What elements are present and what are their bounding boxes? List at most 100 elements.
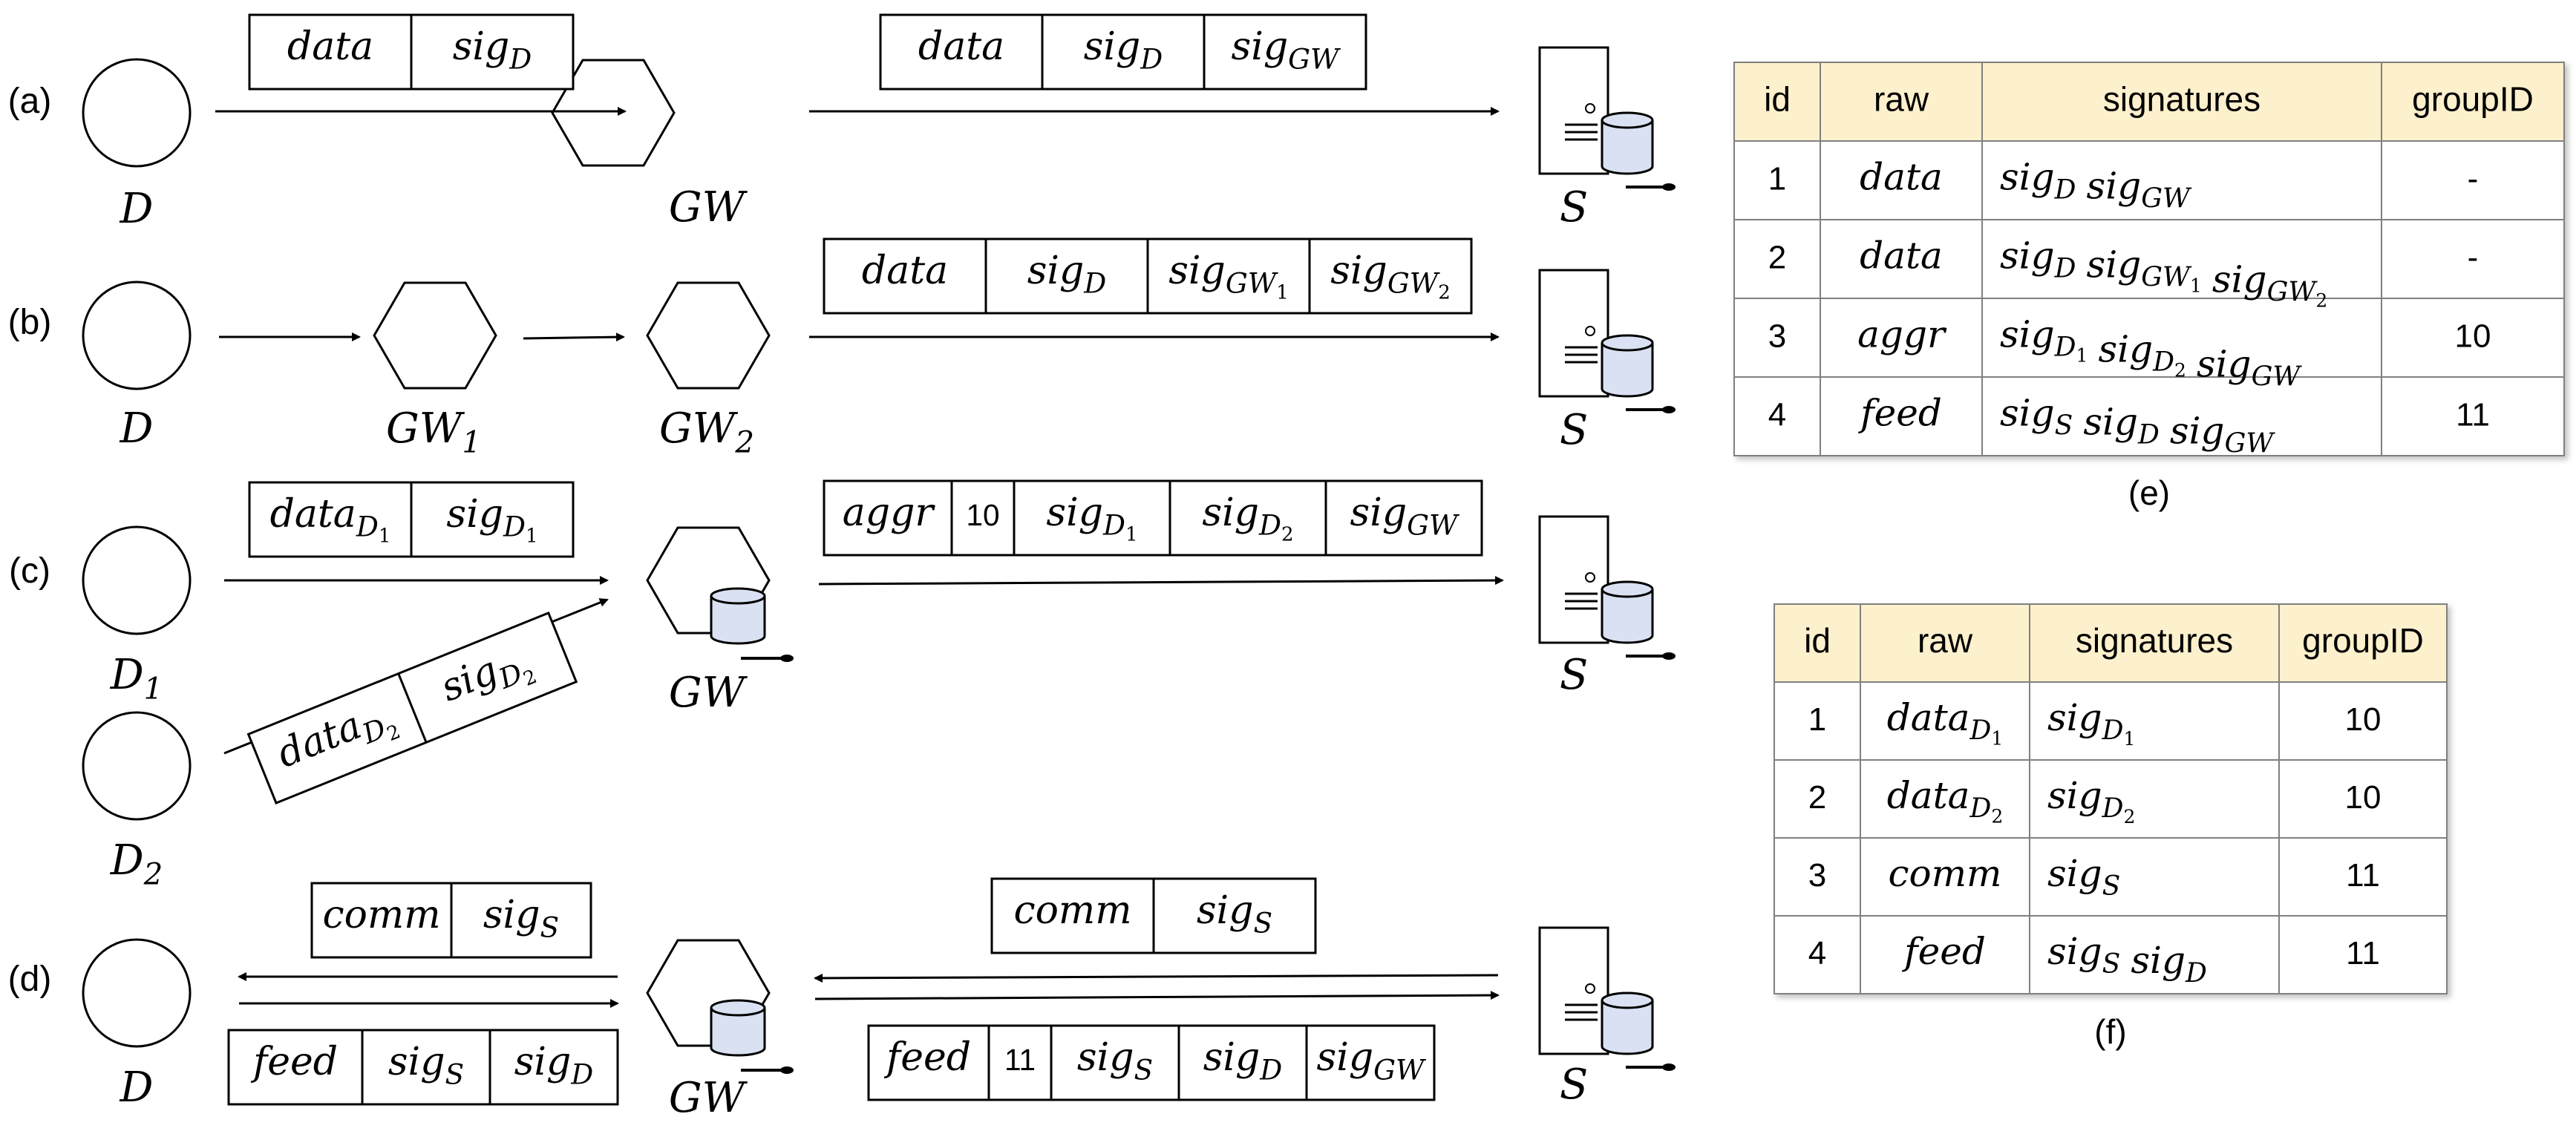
table-id-cell: 3 bbox=[1768, 318, 1786, 355]
device-node-c1 bbox=[82, 525, 192, 635]
table-header-cell: id bbox=[1804, 621, 1831, 660]
table-signatures-cell: sigS bbox=[2047, 852, 2120, 902]
packet-field-d4-3: sigD bbox=[1203, 1035, 1283, 1086]
packet-field-d3-0: comm bbox=[1013, 888, 1131, 933]
server-icon-c bbox=[1538, 515, 1676, 660]
packet-field-d1-1: sigS bbox=[483, 893, 559, 943]
gateway-database-icon-c bbox=[710, 587, 794, 662]
node-label-gw2-5: GW2 bbox=[659, 404, 754, 459]
node-label-s-9: S bbox=[1560, 651, 1588, 699]
gateway-hex-b1 bbox=[373, 281, 497, 390]
table-border bbox=[1733, 62, 2565, 456]
node-label-d2-10: D2 bbox=[110, 836, 163, 891]
packet-frame bbox=[227, 1029, 619, 1106]
table-group-cell: - bbox=[2468, 240, 2479, 276]
packet-d2: feed sigS sigD bbox=[227, 1029, 619, 1106]
row-label-b: (b) bbox=[8, 303, 52, 342]
packet-field-d2-1: sigS bbox=[388, 1040, 464, 1090]
packet-field-d3-1: sigS bbox=[1197, 888, 1272, 939]
node-label-gw-1: GW bbox=[669, 183, 748, 232]
table-raw-cell: feed bbox=[1857, 392, 1942, 435]
packet-field-a2-2: sigGW bbox=[1232, 24, 1341, 75]
table-raw-cell: comm bbox=[1889, 852, 2002, 895]
table-header-cell: raw bbox=[1874, 80, 1929, 119]
packet-field-c3-0: aggr bbox=[843, 491, 936, 535]
gateway-hex-a bbox=[551, 59, 676, 167]
row-label-d: (d) bbox=[8, 960, 52, 999]
table-caption: (f) bbox=[2094, 1012, 2126, 1051]
packet-field-d4-0: feed bbox=[883, 1035, 971, 1080]
table-header-bg bbox=[1774, 604, 2447, 682]
packet-field-c1-1: sigD1 bbox=[446, 492, 537, 547]
arrow-d-server-to-gateway bbox=[814, 973, 1499, 983]
packet-field-b1-1: sigD bbox=[1027, 249, 1107, 299]
packet-field-b1-2: sigGW1 bbox=[1168, 249, 1289, 304]
node-label-gw1-4: GW1 bbox=[386, 404, 481, 459]
node-label-d-0: D bbox=[120, 185, 154, 233]
packet-field-a1-1: sigD bbox=[453, 24, 532, 75]
table-id-cell: 4 bbox=[1808, 935, 1826, 971]
table-raw-cell: feed bbox=[1901, 930, 1986, 973]
table-header-cell: signatures bbox=[2076, 621, 2233, 660]
packet-a1: data sigD bbox=[248, 13, 575, 91]
device-node-c2 bbox=[82, 711, 192, 821]
table-header-cell: signatures bbox=[2103, 80, 2260, 119]
node-label-s-13: S bbox=[1560, 1061, 1588, 1109]
packet-field-a2-1: sigD bbox=[1084, 24, 1163, 75]
device-node-a bbox=[82, 58, 192, 168]
device-node-d bbox=[82, 938, 192, 1048]
packet-frame bbox=[879, 13, 1367, 91]
row-label-a: (a) bbox=[8, 82, 52, 121]
server-icon-a bbox=[1538, 46, 1676, 191]
table-header-bg bbox=[1734, 62, 2564, 141]
packet-field-d4-2: sigS bbox=[1077, 1035, 1153, 1086]
packet-frame bbox=[823, 479, 1483, 557]
table-header-cell: groupID bbox=[2302, 621, 2424, 660]
gateway-hex-b2 bbox=[646, 281, 771, 390]
table-group-cell: 11 bbox=[2346, 935, 2380, 971]
table-raw-cell: aggr bbox=[1857, 313, 1947, 356]
table-header-cell: id bbox=[1764, 80, 1791, 119]
packet-field-c3-3: sigD2 bbox=[1202, 491, 1293, 545]
packet-field-b1-0: data bbox=[862, 249, 948, 293]
table-group-cell: - bbox=[2468, 161, 2479, 197]
table-id-cell: 4 bbox=[1768, 397, 1786, 433]
table-raw-cell: dataD1 bbox=[1887, 696, 2004, 750]
table-id-cell: 1 bbox=[1808, 701, 1826, 738]
packet-field-a2-0: data bbox=[918, 24, 1004, 69]
packet-field-b1-3: sigGW2 bbox=[1330, 249, 1451, 304]
node-label-d-11: D bbox=[120, 1063, 154, 1112]
packet-field-c3-2: sigD1 bbox=[1046, 491, 1137, 545]
row-label-c: (c) bbox=[9, 551, 50, 591]
table-group-cell: 10 bbox=[2455, 318, 2491, 355]
table-id-cell: 3 bbox=[1808, 857, 1826, 894]
table-border bbox=[1774, 603, 2448, 994]
packet-field-d2-0: feed bbox=[250, 1040, 338, 1084]
table-group-cell: 11 bbox=[2456, 397, 2490, 433]
packet-frame bbox=[867, 1024, 1436, 1101]
node-label-s-6: S bbox=[1560, 406, 1588, 454]
table-header-cell: groupID bbox=[2412, 80, 2534, 119]
packet-field-d2-2: sigD bbox=[514, 1040, 594, 1090]
packet-field-a1-0: data bbox=[287, 24, 373, 69]
table-group-cell: 11 bbox=[2346, 857, 2380, 894]
table-group-cell: 10 bbox=[2345, 779, 2382, 816]
server-icon-d bbox=[1538, 926, 1676, 1071]
node-label-d-3: D bbox=[120, 404, 154, 453]
table-raw-cell: data bbox=[1860, 235, 1943, 278]
table-header-cell: raw bbox=[1918, 621, 1973, 660]
